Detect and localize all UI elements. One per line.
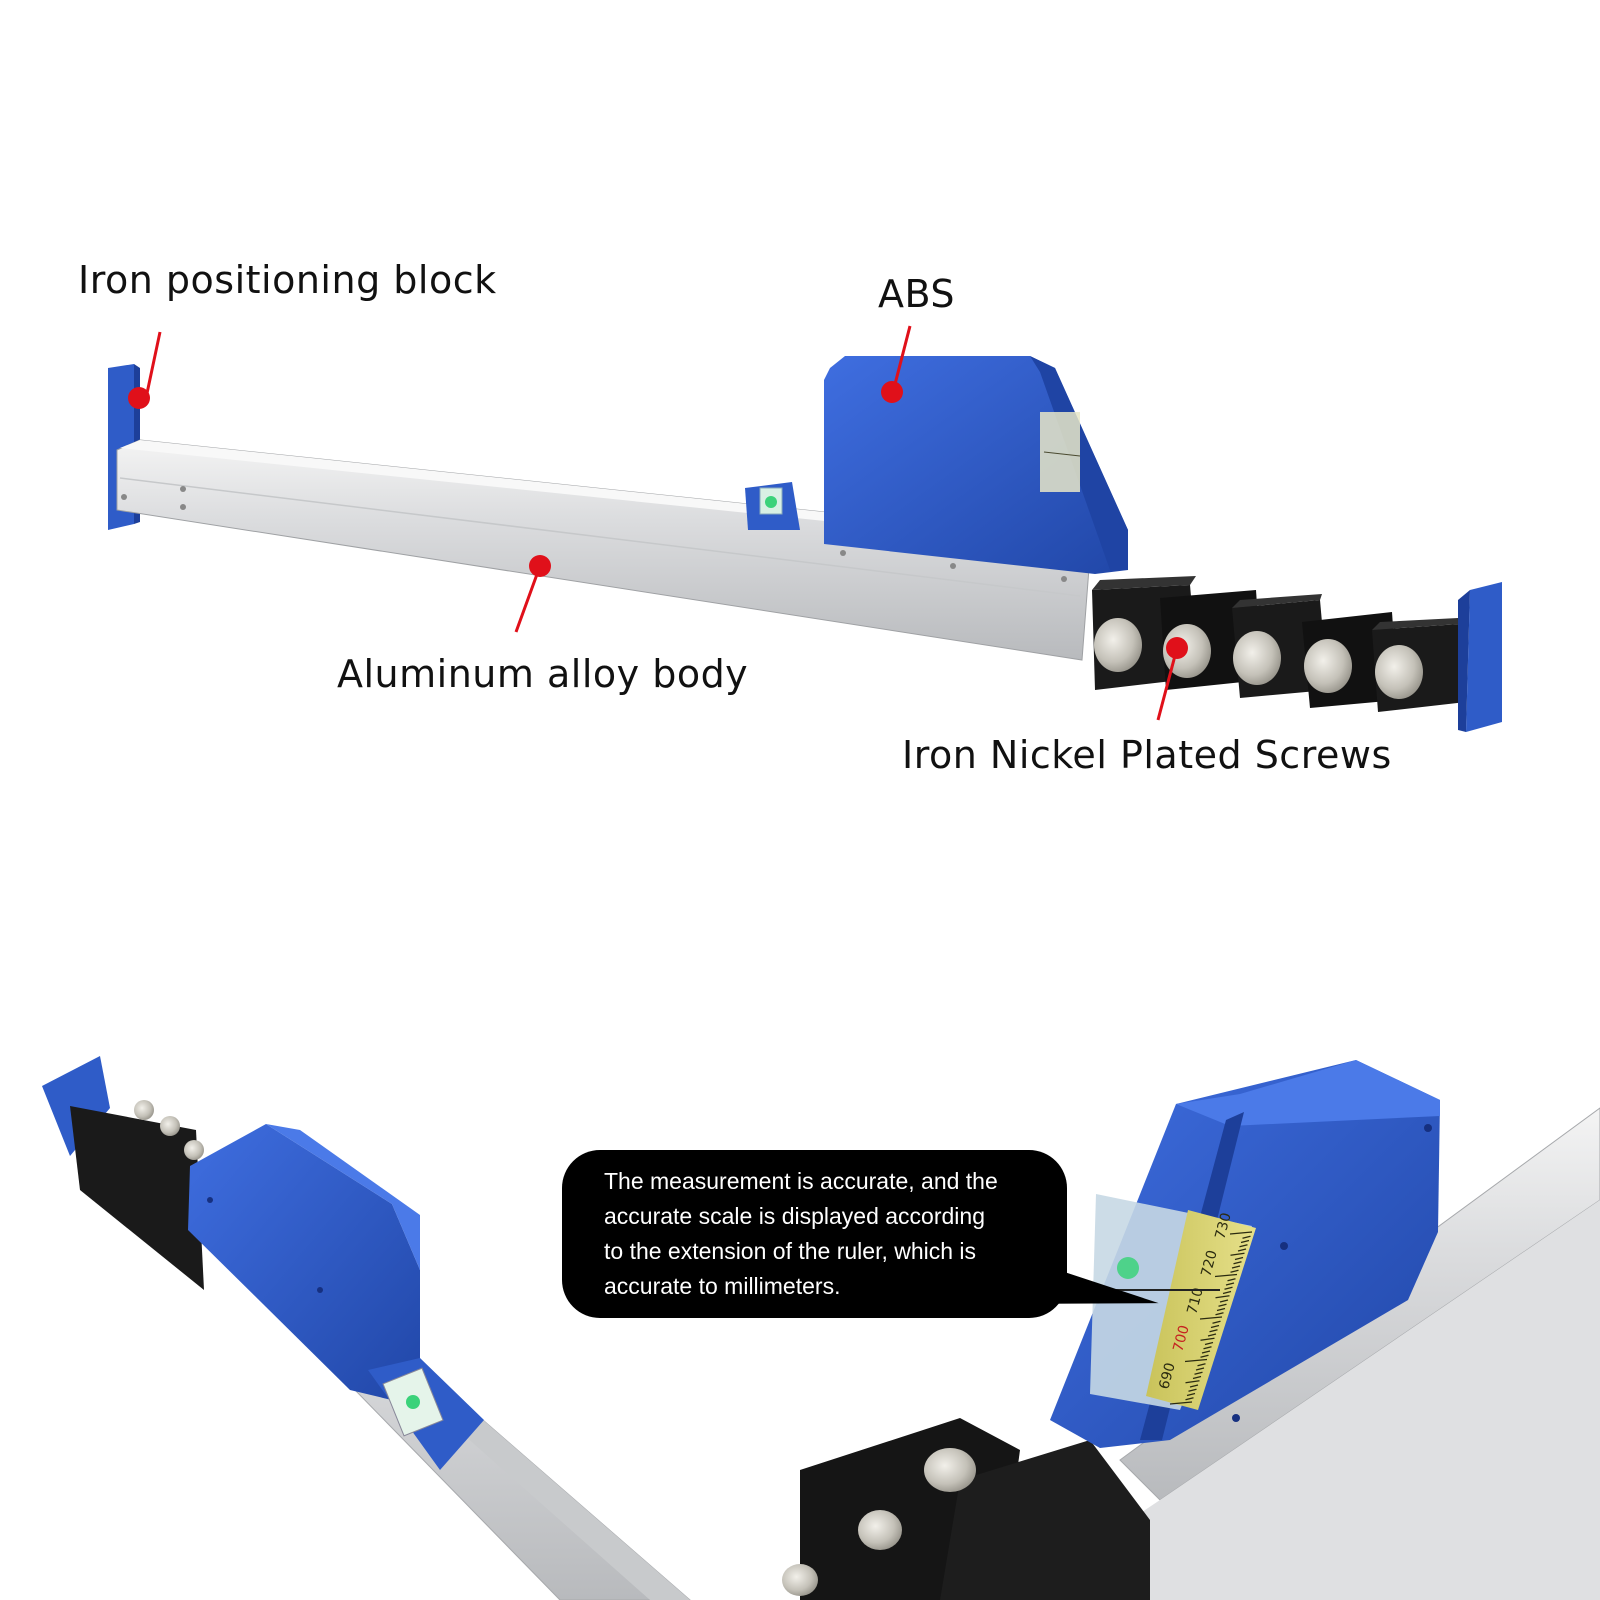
scale-tick	[1186, 1392, 1196, 1397]
scale-tick	[1219, 1299, 1229, 1303]
scale-tick	[1212, 1320, 1221, 1324]
scale-number: 690	[1156, 1361, 1178, 1391]
scale-number: 710	[1184, 1286, 1206, 1316]
bottom-left-tool-illustration	[42, 1056, 691, 1600]
scale-tick	[1169, 1401, 1193, 1405]
scale-tick	[1189, 1384, 1199, 1388]
scale-tick	[1234, 1256, 1244, 1261]
scale-number: 700	[1170, 1324, 1192, 1354]
scale-number: 730	[1212, 1211, 1234, 1241]
scale-tick	[1200, 1337, 1215, 1341]
label-abs: ABS	[878, 272, 956, 316]
marker-dot	[529, 555, 551, 577]
scale-tick	[1188, 1388, 1197, 1392]
abs-housing-angled	[188, 1124, 420, 1402]
scale-tick	[1242, 1235, 1251, 1239]
scale-tick	[1216, 1307, 1226, 1312]
callout-line: The measurement is accurate, and the	[604, 1168, 998, 1194]
top-tool-illustration	[108, 325, 1502, 732]
bottom-right-tool-illustration: 730 720 710 700 690	[782, 1060, 1600, 1600]
scale-number: 720	[1198, 1249, 1220, 1279]
scale-tick	[1215, 1312, 1224, 1316]
scale-tick	[1200, 1354, 1209, 1358]
scale-tick	[1192, 1375, 1202, 1380]
screw-clamps	[1092, 576, 1466, 712]
label-iron-nickel-plated-screws: Iron Nickel Plated Screws	[902, 733, 1392, 777]
marker-dot	[128, 387, 150, 409]
scale-tick	[1184, 1358, 1208, 1363]
scale-tick	[1215, 1295, 1230, 1299]
scale-tick	[1185, 1397, 1194, 1401]
scale-tick	[1231, 1265, 1241, 1269]
scale-tick	[1203, 1346, 1212, 1350]
scale-tick	[1240, 1239, 1250, 1244]
abs-housing	[824, 356, 1128, 574]
label-aluminum-alloy-body: Aluminum alloy body	[337, 652, 749, 696]
scale-tick	[1197, 1363, 1206, 1367]
right-end-plate	[1466, 582, 1502, 732]
ruler-scale	[1146, 1210, 1256, 1410]
scale-tick	[1199, 1316, 1223, 1320]
scale-tick	[1239, 1244, 1248, 1248]
scale-tick	[1201, 1350, 1211, 1354]
scale-tick	[1207, 1333, 1217, 1337]
scale-tick	[1218, 1303, 1227, 1307]
callout-line: accurate scale is displayed according	[604, 1203, 985, 1229]
scale-tick	[1229, 1231, 1253, 1235]
scale-tick	[1209, 1329, 1218, 1333]
scale-tick	[1224, 1286, 1233, 1290]
scale-tick	[1230, 1252, 1245, 1256]
scale-tick	[1194, 1371, 1203, 1375]
scale-tick	[1185, 1380, 1200, 1384]
scale-tick	[1204, 1341, 1214, 1346]
scale-tick	[1222, 1290, 1232, 1295]
scale-tick	[1210, 1324, 1220, 1329]
scale-tick	[1237, 1248, 1247, 1252]
scale-tick	[1225, 1282, 1235, 1286]
scale-tick	[1230, 1269, 1239, 1273]
scale-tick	[1195, 1367, 1205, 1371]
scale-tick	[1214, 1273, 1238, 1278]
marker-dot	[881, 381, 903, 403]
scale-tick	[1227, 1278, 1236, 1282]
callout-line: accurate to millimeters.	[604, 1273, 841, 1299]
label-iron-positioning-block: Iron positioning block	[78, 258, 497, 302]
info-callout: The measurement is accurate, and the acc…	[562, 1150, 1067, 1318]
scale-ticks: 730 720 710 700 690	[1156, 1211, 1253, 1405]
callout-line: to the extension of the ruler, which is	[604, 1238, 977, 1264]
scale-tick	[1233, 1261, 1242, 1265]
marker-dot	[1166, 637, 1188, 659]
